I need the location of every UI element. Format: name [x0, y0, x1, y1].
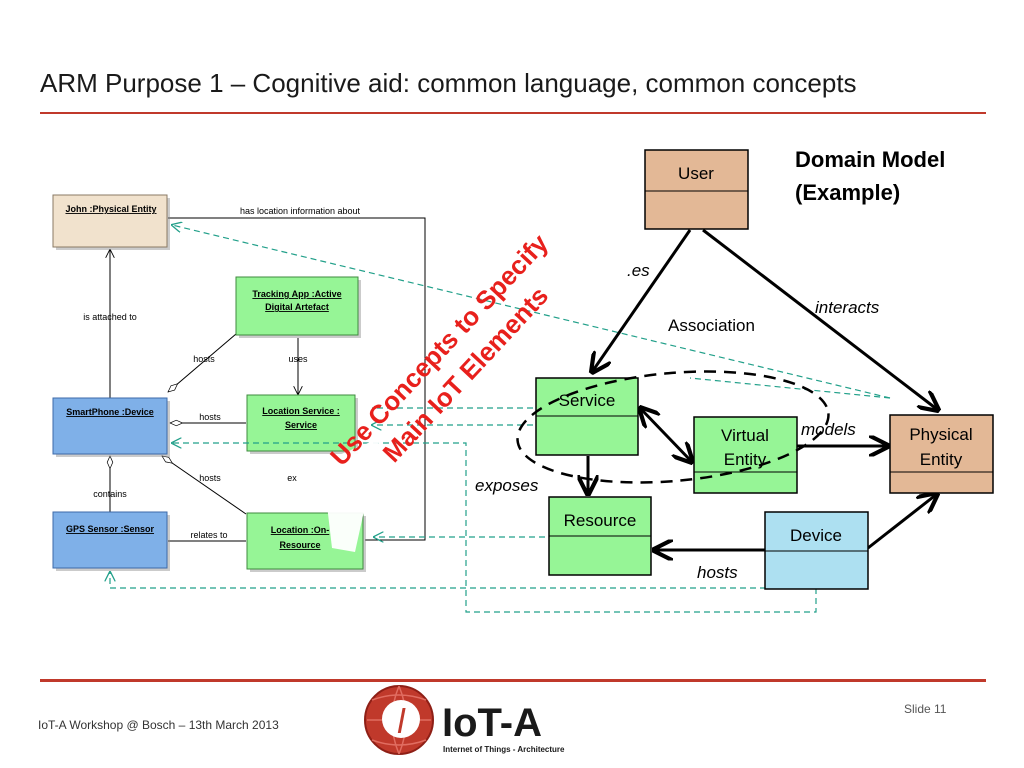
logo-glyph: l: [397, 703, 406, 741]
device-physical-relation: [867, 494, 937, 550]
association-label: Association: [668, 316, 755, 335]
interacts-relation: [702, 228, 938, 410]
mapping-extra: [689, 377, 891, 399]
uses-relation: [592, 229, 692, 372]
smartphone-device-node: [52, 397, 168, 455]
tracking-app-label-1: Tracking App :Active: [252, 289, 341, 299]
callout-pointer: [322, 438, 380, 552]
overlay-line-1: Use Concepts to Specify: [324, 228, 554, 472]
resource-class-label: Resource: [564, 511, 637, 530]
gps-sensor-node: [52, 511, 168, 569]
john-node-label: John :Physical Entity: [65, 204, 156, 214]
location-service-label-1: Location Service :: [262, 406, 340, 416]
is-attached-label: is attached to: [83, 312, 137, 322]
hosts-resource-label: hosts: [199, 473, 221, 483]
hosts-resource-connector: [162, 456, 247, 515]
uses-relation-label: .es: [627, 261, 650, 280]
tracking-app-label-2: Digital Artefact: [265, 302, 329, 312]
virtual-entity-label-1: Virtual: [721, 426, 769, 445]
domain-model: Domain Model (Example) User Service Virt…: [475, 147, 994, 590]
exposes-relation-label: exposes: [475, 476, 539, 495]
title-divider: [40, 112, 986, 114]
hosts-service-label: hosts: [199, 412, 221, 422]
logo-wordmark: IoT-A: [442, 701, 542, 745]
has-location-label: has location information about: [240, 206, 361, 216]
iot-a-logo: l IoT-A Internet of Things - Architectur…: [364, 685, 565, 755]
john-physical-entity-node: [52, 194, 168, 248]
exposes-partial-label: ex: [287, 473, 297, 483]
slide-number: Slide 11: [904, 702, 947, 716]
logo-tagline: Internet of Things - Architecture: [443, 745, 565, 754]
association-relation: [640, 408, 692, 462]
has-location-connector: [168, 217, 426, 541]
physical-entity-label-2: Entity: [920, 450, 963, 469]
gps-sensor-label: GPS Sensor :Sensor: [66, 524, 155, 534]
physical-entity-class: [889, 414, 994, 494]
hosts-app-label: hosts: [193, 354, 215, 364]
mapping-physical-entity: [172, 225, 891, 399]
hosts-app-connector: [168, 333, 237, 392]
location-service-label-2: Service: [285, 420, 317, 430]
instance-diagram: John :Physical Entity Tracking App :Acti…: [52, 194, 426, 572]
location-resource-label-2: Resource: [279, 540, 320, 550]
association-ellipse: [516, 370, 830, 484]
physical-entity-label-1: Physical: [909, 425, 972, 444]
user-class-label: User: [678, 164, 714, 183]
hosts-relation-label: hosts: [697, 563, 738, 582]
interacts-relation-label: interacts: [815, 298, 880, 317]
contains-label: contains: [93, 489, 127, 499]
footer-divider: [40, 679, 986, 682]
smartphone-node-label: SmartPhone :Device: [66, 407, 154, 417]
virtual-entity-label-2: Entity: [724, 450, 767, 469]
models-relation-label: models: [801, 420, 856, 439]
location-service-node: [246, 394, 356, 452]
service-class-label: Service: [559, 391, 616, 410]
domain-model-heading-1: Domain Model: [795, 147, 945, 172]
relates-to-label: relates to: [190, 530, 227, 540]
slide-title: ARM Purpose 1 – Cognitive aid: common la…: [40, 68, 857, 98]
mapping-sensor: [110, 572, 816, 589]
device-class-label: Device: [790, 526, 842, 545]
domain-model-heading-2: (Example): [795, 180, 900, 205]
tracking-app-node: [235, 276, 359, 336]
footer-text: IoT-A Workshop @ Bosch – 13th March 2013: [38, 718, 279, 732]
user-class: [644, 149, 749, 230]
virtual-entity-class: [693, 416, 798, 494]
location-resource-label-1: Location :On-: [271, 525, 330, 535]
uses-label: uses: [288, 354, 308, 364]
